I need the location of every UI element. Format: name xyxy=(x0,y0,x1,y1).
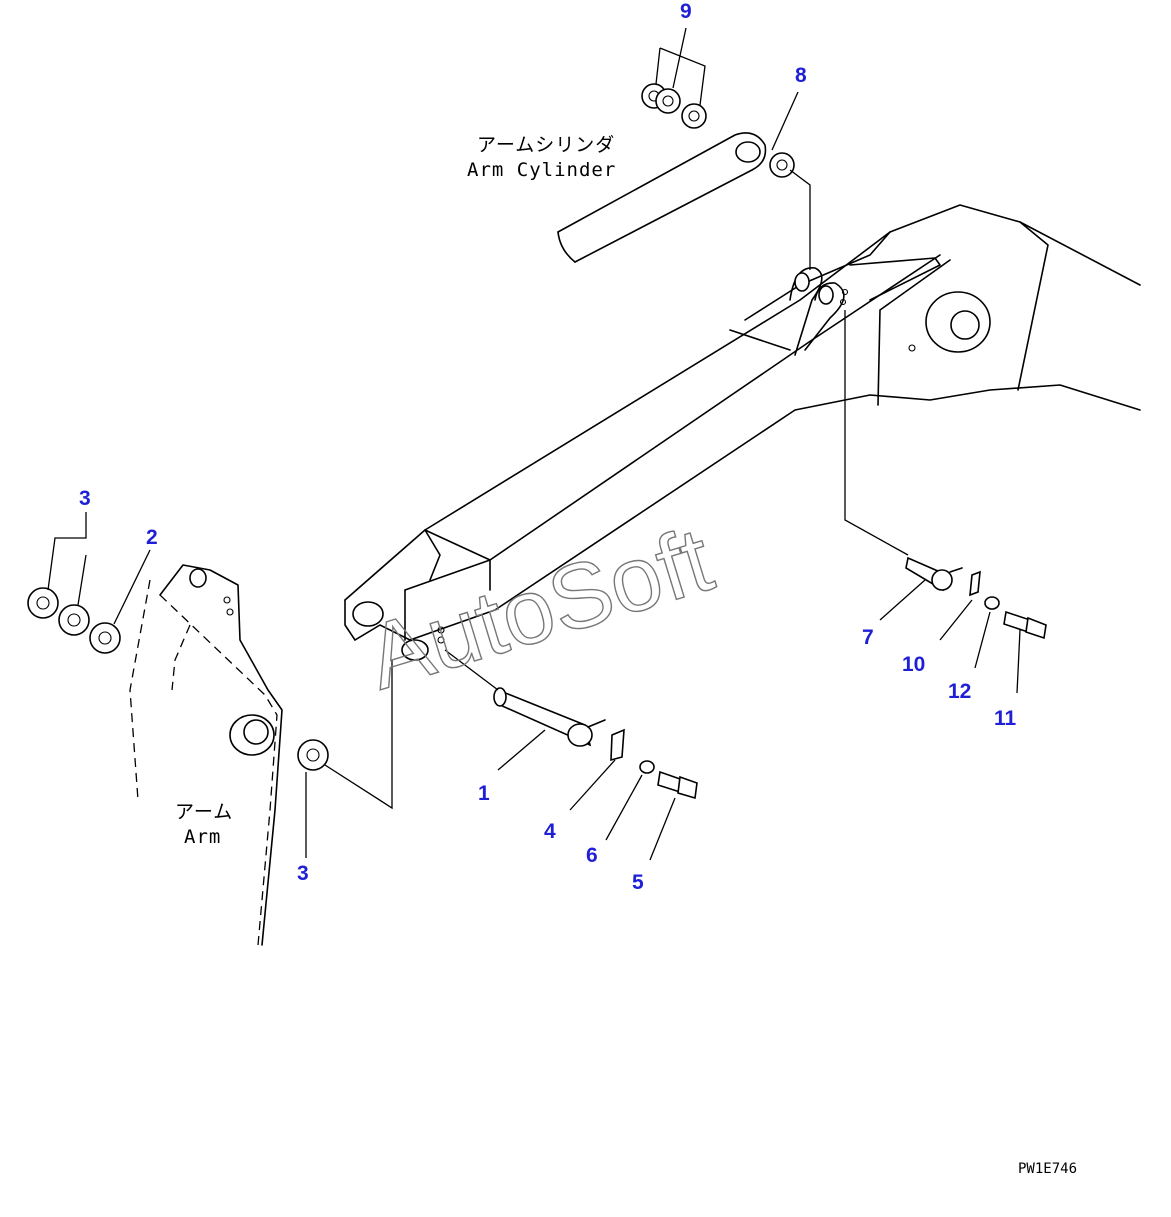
callout-10: 10 xyxy=(902,653,925,676)
callout-11: 11 xyxy=(994,707,1017,730)
arm-cylinder-label-en: Arm Cylinder xyxy=(467,159,616,181)
washer-6 xyxy=(639,760,655,774)
pin-1 xyxy=(493,687,606,747)
callout-7: 7 xyxy=(862,626,874,649)
callout-1: 1 xyxy=(478,782,490,805)
plate-10 xyxy=(969,570,981,597)
shims-3-left xyxy=(27,587,90,636)
callout-8: 8 xyxy=(795,64,807,87)
assembly-lines xyxy=(324,169,909,810)
leader-lines xyxy=(47,27,1021,861)
shim-2 xyxy=(89,622,121,654)
arm-cylinder-label-jp: アームシリンダ xyxy=(477,134,615,156)
plate-4 xyxy=(610,728,625,762)
shim-8 xyxy=(769,152,795,178)
shim-3-lower xyxy=(297,739,329,771)
boom xyxy=(344,204,1141,661)
drawing-code: PW1E746 xyxy=(1018,1161,1077,1177)
washer-12 xyxy=(984,596,1000,610)
callout-3-lower: 3 xyxy=(297,862,309,885)
callout-12: 12 xyxy=(948,680,971,703)
arm-label-jp: アーム xyxy=(175,801,233,823)
arm xyxy=(129,564,283,946)
watermark-text: AutoSoft xyxy=(356,508,723,709)
bolt-11 xyxy=(1003,610,1047,640)
shims-9 xyxy=(641,83,707,129)
callout-4: 4 xyxy=(544,820,556,843)
watermark: AutoSoft xyxy=(355,508,724,710)
pin-7 xyxy=(905,556,963,592)
callout-3-upper: 3 xyxy=(79,487,91,510)
callout-6: 6 xyxy=(586,844,598,867)
arm-label-en: Arm xyxy=(184,826,221,848)
callout-2: 2 xyxy=(146,526,158,549)
arm-cylinder xyxy=(557,132,767,263)
callout-5: 5 xyxy=(632,871,644,894)
bolt-5 xyxy=(657,770,698,800)
callout-9: 9 xyxy=(680,0,692,23)
